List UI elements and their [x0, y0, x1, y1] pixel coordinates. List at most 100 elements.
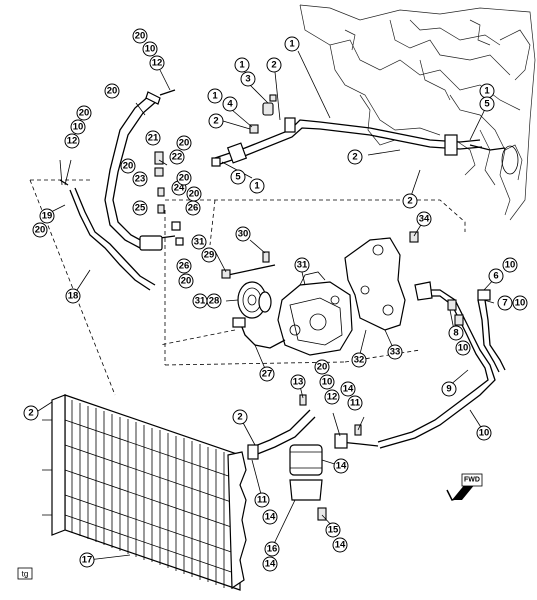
callout-34: 34	[416, 211, 432, 227]
svg-text:10: 10	[73, 122, 84, 133]
svg-text:2: 2	[407, 196, 412, 207]
svg-text:20: 20	[123, 161, 134, 172]
callout-1: 1	[234, 57, 250, 73]
fwd-label: FWD	[464, 477, 480, 484]
callout-2: 2	[266, 57, 282, 73]
svg-text:14: 14	[265, 512, 276, 523]
callout-20: 20	[132, 28, 148, 44]
svg-text:1: 1	[239, 60, 245, 71]
callout-20: 20	[186, 186, 202, 202]
callout-12: 12	[324, 389, 340, 405]
ac-suction-hose	[59, 89, 176, 291]
callout-11: 11	[254, 492, 270, 508]
svg-text:32: 32	[354, 355, 365, 366]
callout-31: 31	[192, 293, 208, 309]
ac-condenser	[42, 394, 247, 591]
svg-text:10: 10	[322, 377, 333, 388]
callout-33: 33	[387, 344, 403, 360]
svg-text:26: 26	[188, 203, 199, 214]
svg-text:21: 21	[148, 133, 159, 144]
svg-text:20: 20	[317, 362, 328, 373]
svg-text:4: 4	[227, 99, 233, 110]
svg-text:8: 8	[453, 328, 458, 339]
svg-text:10: 10	[479, 428, 490, 439]
ac-line-upper	[214, 117, 506, 166]
compressor-bracket	[344, 237, 406, 331]
svg-text:20: 20	[189, 189, 200, 200]
svg-text:10: 10	[458, 343, 469, 354]
callout-20: 20	[176, 170, 192, 186]
svg-text:5: 5	[484, 99, 490, 110]
svg-text:11: 11	[257, 495, 268, 506]
callout-14: 14	[332, 537, 348, 553]
svg-text:34: 34	[419, 214, 430, 225]
svg-text:20: 20	[179, 173, 190, 184]
compressor-wiring	[232, 317, 286, 349]
callout-12: 12	[64, 133, 80, 149]
callout-2: 2	[347, 149, 363, 165]
svg-text:9: 9	[446, 384, 451, 395]
svg-text:1: 1	[289, 39, 295, 50]
svg-text:2: 2	[271, 60, 276, 71]
svg-text:31: 31	[195, 296, 206, 307]
callout-20: 20	[178, 273, 194, 289]
svg-text:10: 10	[515, 298, 526, 309]
svg-text:27: 27	[262, 369, 273, 380]
svg-text:20: 20	[135, 31, 146, 42]
callout-32: 32	[351, 352, 367, 368]
callout-10: 10	[512, 295, 528, 311]
svg-text:16: 16	[267, 544, 278, 555]
callout-19: 19	[39, 208, 55, 224]
svg-text:12: 12	[67, 136, 78, 147]
svg-text:2: 2	[237, 412, 242, 423]
svg-text:31: 31	[297, 260, 308, 271]
ac-compressor	[277, 271, 353, 356]
callout-1: 1	[249, 178, 265, 194]
callout-1: 1	[284, 36, 300, 52]
vehicle-body-panel	[299, 4, 536, 221]
callout-5: 5	[230, 169, 246, 185]
callout-1: 1	[207, 88, 223, 104]
callout-23: 23	[132, 171, 148, 187]
svg-text:6: 6	[493, 271, 498, 282]
callout-26: 26	[176, 258, 192, 274]
callout-14: 14	[333, 458, 349, 474]
callout-14: 14	[340, 381, 356, 397]
svg-text:14: 14	[335, 540, 346, 551]
callout-10: 10	[476, 425, 492, 441]
fwd-direction-indicator: FWD	[446, 473, 483, 501]
svg-text:14: 14	[336, 461, 347, 472]
svg-text:12: 12	[152, 58, 163, 69]
svg-text:2: 2	[352, 152, 357, 163]
svg-text:28: 28	[209, 296, 220, 307]
svg-text:26: 26	[179, 261, 190, 272]
fittings-cluster	[154, 151, 184, 246]
callout-30: 30	[235, 226, 251, 242]
svg-text:30: 30	[238, 229, 249, 240]
svg-text:17: 17	[82, 555, 93, 566]
svg-text:5: 5	[235, 172, 241, 183]
callout-3: 3	[240, 71, 256, 87]
callout-12: 12	[149, 55, 165, 71]
svg-text:24: 24	[174, 183, 185, 194]
svg-text:20: 20	[35, 225, 46, 236]
callout-2: 2	[23, 405, 39, 421]
svg-text:10: 10	[505, 260, 516, 271]
svg-text:11: 11	[350, 398, 361, 409]
callout-17: 17	[79, 552, 95, 568]
callout-5: 5	[479, 96, 495, 112]
callout-10: 10	[70, 119, 86, 135]
callout-20: 20	[120, 158, 136, 174]
callout-31: 31	[191, 234, 207, 250]
svg-text:20: 20	[107, 86, 118, 97]
callout-20: 20	[176, 135, 192, 151]
svg-text:20: 20	[179, 138, 190, 149]
callout-2: 2	[402, 193, 418, 209]
svg-text:14: 14	[265, 559, 276, 570]
svg-text:29: 29	[204, 250, 215, 261]
callout-6: 6	[488, 268, 504, 284]
callout-20: 20	[314, 359, 330, 375]
callout-22: 22	[169, 149, 185, 165]
callout-10: 10	[455, 340, 471, 356]
